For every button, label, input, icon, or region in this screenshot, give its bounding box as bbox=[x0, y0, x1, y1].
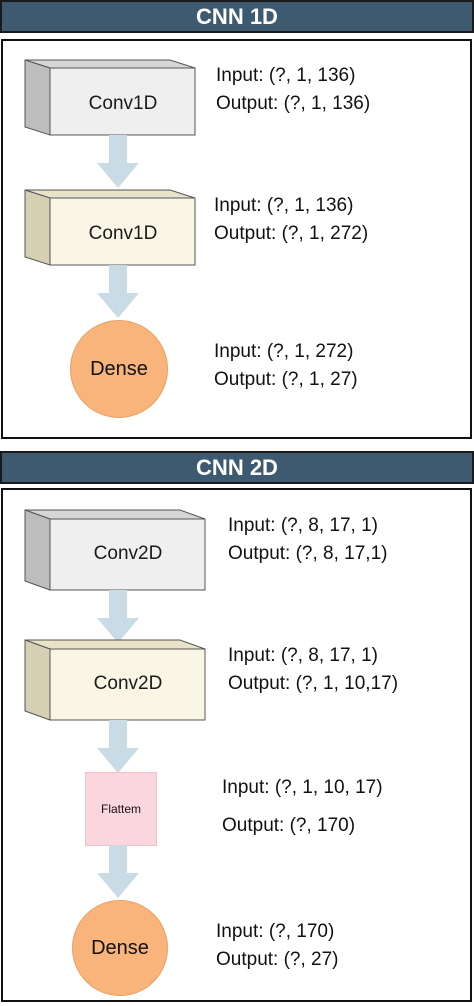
conv1d-block-1: Conv1D bbox=[24, 59, 196, 136]
input-shape: Input: (?, 1, 136) bbox=[214, 195, 354, 216]
flow-arrow bbox=[97, 845, 139, 898]
layer-label: Flattem bbox=[100, 802, 141, 816]
layer-label: Conv2D bbox=[93, 673, 163, 694]
flow-arrow bbox=[97, 135, 139, 188]
conv1d-block-2: Conv1D bbox=[24, 189, 196, 266]
flow-arrow bbox=[97, 590, 139, 643]
input-shape: Input: (?, 1, 10, 17) bbox=[222, 777, 383, 798]
io-annotation: Input: (?, 1, 136) Output: (?, 1, 136) bbox=[216, 62, 370, 118]
section-header-cnn1d: CNN 1D bbox=[0, 0, 474, 33]
dense-layer-node: Dense bbox=[70, 320, 168, 418]
layer-label: Dense bbox=[91, 937, 149, 959]
flow-arrow bbox=[97, 720, 139, 773]
output-shape: Output: (?, 170) bbox=[222, 815, 356, 836]
output-shape: Output: (?, 1, 272) bbox=[214, 223, 369, 244]
conv2d-block-1: Conv2D bbox=[24, 509, 206, 591]
dense-layer-node: Dense bbox=[72, 900, 168, 996]
input-shape: Input: (?, 1, 136) bbox=[216, 65, 356, 86]
io-annotation: Input: (?, 1, 10, 17) Output: (?, 170) bbox=[222, 774, 383, 840]
layer-label: Conv2D bbox=[93, 543, 163, 564]
input-shape: Input: (?, 8, 17, 1) bbox=[228, 515, 378, 536]
io-annotation: Input: (?, 8, 17, 1) Output: (?, 8, 17,1… bbox=[228, 512, 387, 568]
conv2d-block-2: Conv2D bbox=[24, 639, 206, 721]
input-shape: Input: (?, 1, 272) bbox=[214, 341, 354, 362]
output-shape: Output: (?, 1, 27) bbox=[214, 369, 358, 390]
layer-label: Conv1D bbox=[88, 93, 158, 114]
layer-label: Dense bbox=[90, 358, 148, 380]
section-header-cnn2d: CNN 2D bbox=[0, 451, 474, 484]
io-annotation: Input: (?, 170) Output: (?, 27) bbox=[216, 918, 339, 974]
input-shape: Input: (?, 8, 17, 1) bbox=[228, 645, 378, 666]
io-annotation: Input: (?, 1, 272) Output: (?, 1, 27) bbox=[214, 338, 358, 394]
flatten-layer-node: Flattem bbox=[85, 772, 157, 846]
output-shape: Output: (?, 27) bbox=[216, 949, 339, 970]
output-shape: Output: (?, 1, 10,17) bbox=[228, 673, 399, 694]
flow-arrow bbox=[97, 265, 139, 318]
output-shape: Output: (?, 1, 136) bbox=[216, 93, 371, 114]
io-annotation: Input: (?, 8, 17, 1) Output: (?, 1, 10,1… bbox=[228, 642, 398, 698]
io-annotation: Input: (?, 1, 136) Output: (?, 1, 272) bbox=[214, 192, 368, 248]
output-shape: Output: (?, 8, 17,1) bbox=[228, 543, 388, 564]
layer-label: Conv1D bbox=[88, 223, 158, 244]
input-shape: Input: (?, 170) bbox=[216, 921, 335, 942]
